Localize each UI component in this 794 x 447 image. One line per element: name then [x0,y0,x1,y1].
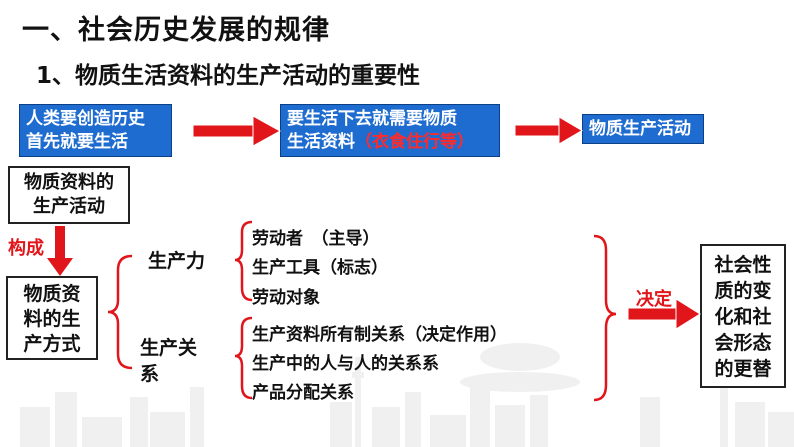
box-line: 物质资 [23,283,81,305]
box-line: 生产活动 [33,196,105,217]
box-line: 化和社 [714,306,772,328]
flow-box-material-needs: 要生活下去就需要物质 生活资料（衣食住行等） [280,104,500,157]
label-line: 生产关 [140,337,198,359]
flow-box-line: 生活资料 [287,132,355,152]
flow-box-live-first: 人类要创造历史 首先就要生活 [19,104,172,157]
flow-arrow [192,115,282,147]
compose-arrow [47,226,73,276]
social-change-box: 社会性 质的变 化和社 会形态 的更替 [700,244,786,388]
box-line: 质的变 [714,280,772,302]
box-line: 物质资料的 [24,172,114,193]
relations-item: 生产中的人与人的关系系 [252,354,439,374]
box-line: 社会性 [714,254,772,276]
brace-productive [234,220,253,302]
productive-item: 生产工具（标志） [252,258,388,278]
flow-box-line: 要生活下去就需要物质 [287,109,457,129]
flow-box-example-text: （衣食住行等） [355,132,474,152]
production-relations-label: 生产关 系 [140,335,197,387]
decide-label: 决定 [636,289,672,310]
brace-left [107,254,133,370]
box-line: 的更替 [714,358,772,380]
flow-arrow [514,116,583,145]
flow-box-line: 人类要创造历史 [26,109,145,129]
relations-item: 生产资料所有制关系（决定作用） [252,325,507,345]
slide-title: 一、社会历史发展的规律 [22,15,330,46]
productive-item: 劳动者 （主导） [252,229,380,249]
relations-item: 产品分配关系 [252,383,354,403]
flow-box-line: 首先就要生活 [26,132,128,152]
box-line: 产方式 [23,333,81,355]
label-line: 系 [140,363,160,385]
box-line: 会形态 [714,332,772,354]
productive-item: 劳动对象 [252,288,320,308]
skyline-background [20,343,794,447]
mode-of-production-box: 物质资 料的生 产方式 [6,276,98,360]
decide-arrow [627,298,701,330]
box-line: 料的生 [23,308,81,330]
brace-relations [234,316,253,400]
material-production-box: 物质资料的 生产活动 [8,166,130,224]
productive-forces-label: 生产力 [148,250,206,272]
flow-box-production: 物质生产活动 [582,114,704,144]
brace-right [593,234,617,402]
slide-subtitle: 1、物质生活资料的生产活动的重要性 [36,63,421,89]
compose-label: 构成 [8,238,44,259]
